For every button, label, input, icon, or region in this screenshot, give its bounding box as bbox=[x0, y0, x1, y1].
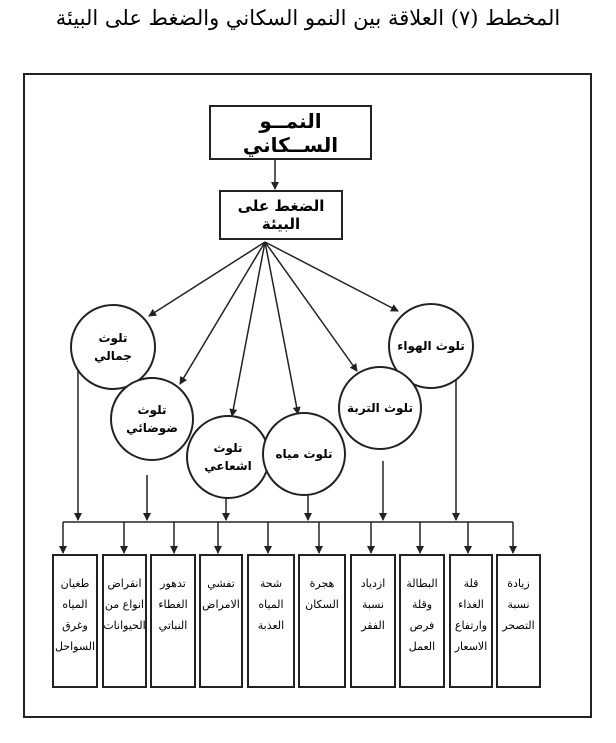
diagram-frame bbox=[23, 73, 592, 718]
effect-disease: تفشي الامراض bbox=[199, 554, 243, 688]
arrow-to-noise bbox=[179, 241, 266, 385]
effect-poverty: ازدياد نسبة الفقر bbox=[350, 554, 396, 688]
arrow-to-radiation bbox=[229, 241, 266, 417]
population-growth-box: النمــو الســكاني bbox=[209, 105, 372, 160]
arrow-to-soil bbox=[264, 241, 358, 372]
figure-caption: المخطط (٧) العلاقة بين النمو السكاني وال… bbox=[55, 6, 561, 30]
effect-desertification: زيادة نسبة التصحر bbox=[496, 554, 541, 688]
water-pollution-node: تلوث مياه bbox=[262, 412, 346, 496]
radiation-pollution-node: تلوث اشعاعي bbox=[186, 415, 270, 499]
effect-food-shortage: قلة الغذاء وارتفاع الاسعار bbox=[449, 554, 493, 688]
effect-flooding: طغيان المياه وغرق السواحل bbox=[52, 554, 98, 688]
effect-unemployment: البطالة وقلة فرص العمل bbox=[399, 554, 445, 688]
noise-pollution-node: تلوث ضوضائي bbox=[110, 377, 194, 461]
arrow-to-aesthetic bbox=[148, 241, 266, 317]
soil-pollution-node: تلوث التربة bbox=[338, 366, 422, 450]
effect-vegetation-decline: تدهور الغطاء النباتي bbox=[150, 554, 196, 688]
effect-water-scarcity: شحة المياه العذبة bbox=[247, 554, 295, 688]
arrow-to-water bbox=[264, 241, 301, 415]
aesthetic-pollution-node: تلوث جمالي bbox=[70, 304, 156, 390]
effect-migration: هجرة السكان bbox=[298, 554, 346, 688]
environmental-pressure-box: الضغط على البيئة bbox=[219, 190, 343, 240]
effect-extinction: انقراض انواع من الحيوانات bbox=[102, 554, 147, 688]
arrow-to-air bbox=[264, 241, 399, 312]
